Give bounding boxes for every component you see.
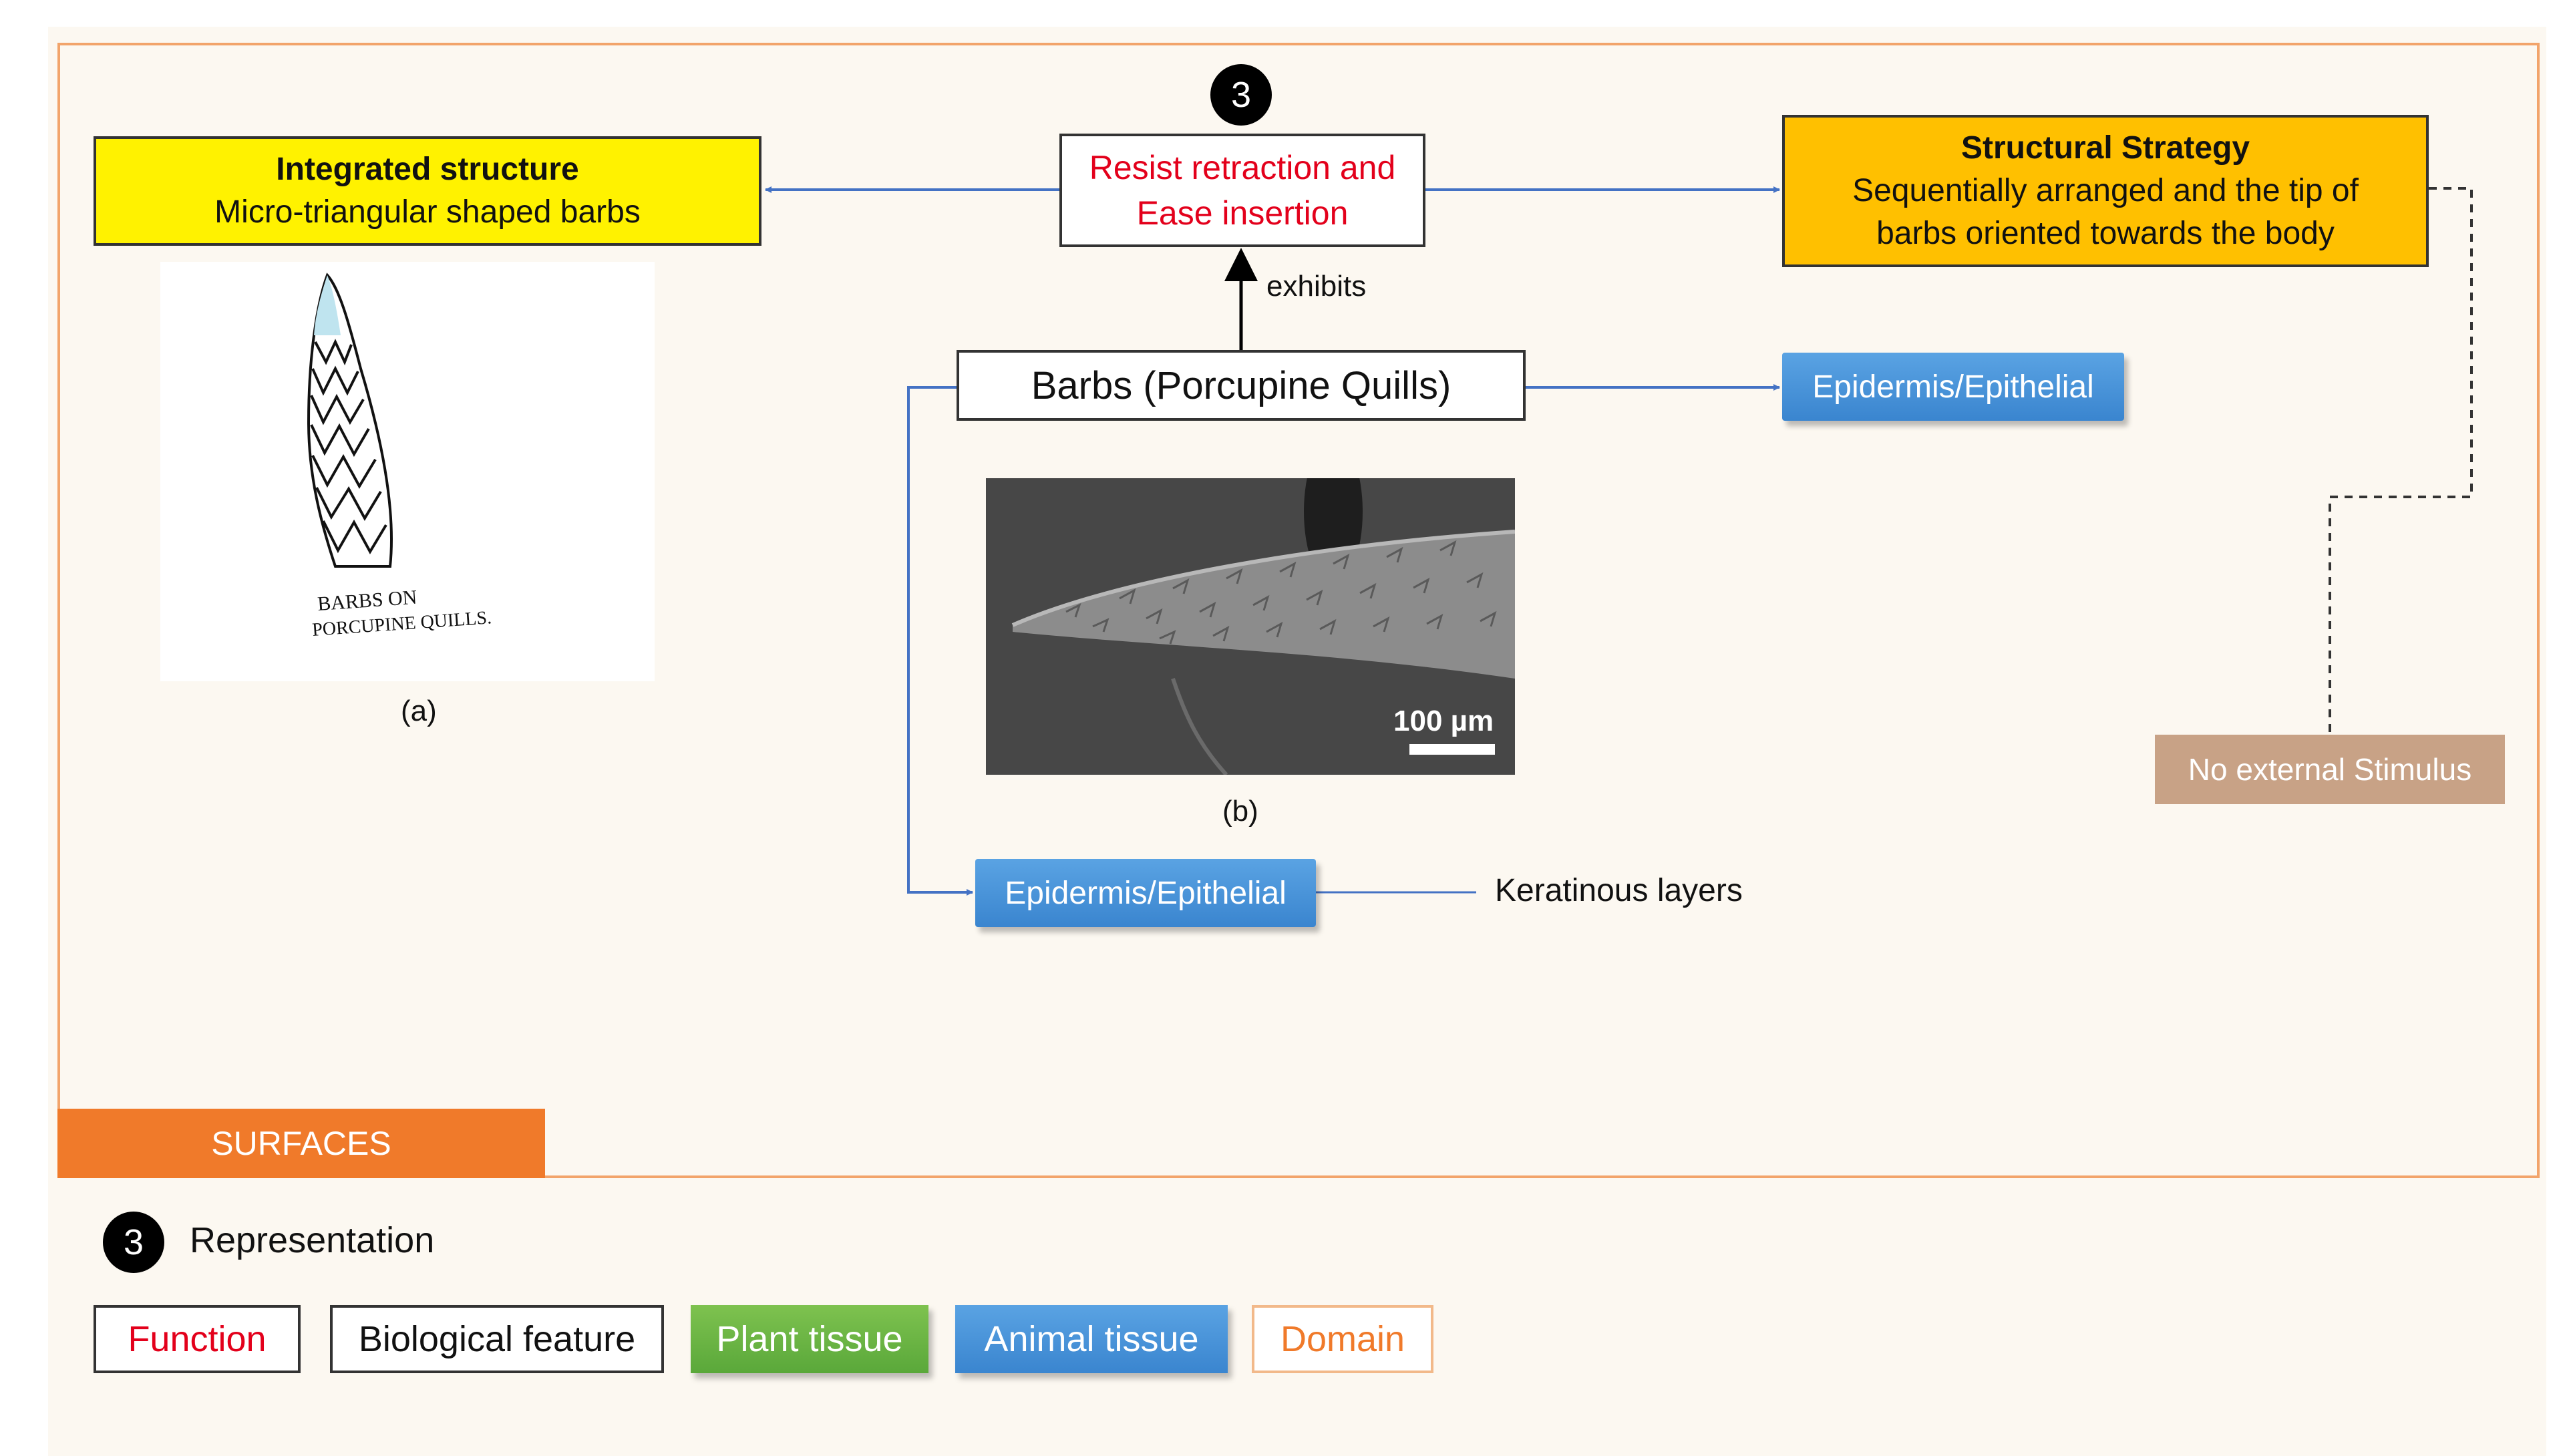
stimulus-box: No external Stimulus xyxy=(2155,735,2505,804)
sem-scale-bar xyxy=(1409,744,1495,755)
legend-badge: 3 xyxy=(103,1212,164,1273)
structural-strategy-title: Structural Strategy xyxy=(1960,130,2250,166)
legend-biological-feature: Biological feature xyxy=(330,1305,664,1373)
figure-a-caption: (a) xyxy=(401,695,437,727)
dashed-strategy-to-stimulus xyxy=(2329,187,2473,735)
legend-function: Function xyxy=(94,1305,301,1373)
quill-sketch-icon: BARBS ON PORCUPINE QUILLS. xyxy=(307,272,492,641)
animal-tissue-box-top: Epidermis/Epithelial xyxy=(1782,353,2124,421)
function-line-1: Resist retraction and xyxy=(1089,149,1396,186)
exhibits-label: exhibits xyxy=(1266,270,1367,303)
domain-tab-surfaces: SURFACES xyxy=(57,1109,545,1178)
arrow-feature-to-tissue-bottom xyxy=(907,386,973,896)
legend-plant-tissue: Plant tissue xyxy=(691,1305,928,1373)
integrated-structure-text: Micro-triangular shaped barbs xyxy=(214,194,641,230)
keratinous-layers-label: Keratinous layers xyxy=(1495,873,1743,908)
biological-feature-box: Barbs (Porcupine Quills) xyxy=(957,350,1526,421)
representation-badge: 3 xyxy=(1210,64,1272,126)
legend-representation-label: Representation xyxy=(190,1220,435,1260)
figure-a-sketch: BARBS ON PORCUPINE QUILLS. xyxy=(160,262,655,681)
figure-b-caption: (b) xyxy=(1222,795,1258,828)
function-box: Resist retraction and Ease insertion xyxy=(1059,134,1425,247)
structural-strategy-line-2: barbs oriented towards the body xyxy=(1876,216,2335,251)
integrated-structure-box: Integrated structure Micro-triangular sh… xyxy=(94,136,761,246)
domain-frame xyxy=(57,43,2540,1178)
legend-animal-tissue: Animal tissue xyxy=(955,1305,1228,1373)
structural-strategy-box: Structural Strategy Sequentially arrange… xyxy=(1782,115,2429,267)
sem-quill-icon: 100 µm xyxy=(986,478,1515,775)
handwriting-line-1: BARBS ON xyxy=(317,586,417,615)
legend-domain: Domain xyxy=(1252,1305,1433,1373)
integrated-structure-title: Integrated structure xyxy=(276,152,579,187)
structural-strategy-line-1: Sequentially arranged and the tip of xyxy=(1852,173,2359,208)
function-line-2: Ease insertion xyxy=(1136,194,1349,232)
animal-tissue-box-bottom: Epidermis/Epithelial xyxy=(975,859,1316,927)
sem-scale-label: 100 µm xyxy=(1393,705,1494,737)
figure-b-sem-image: 100 µm xyxy=(986,478,1515,775)
